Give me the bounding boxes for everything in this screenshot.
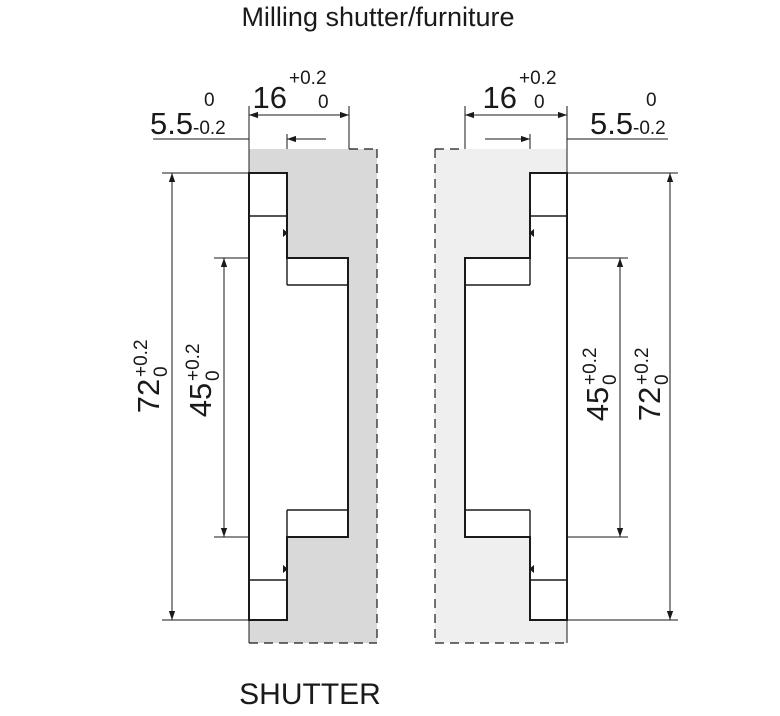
svg-text:0: 0 xyxy=(204,90,215,111)
svg-text:+0.2: +0.2 xyxy=(519,68,557,89)
dimension-45-left: 45 +0.2 0 xyxy=(183,343,224,417)
svg-text:+0.2: +0.2 xyxy=(289,68,327,89)
dimension-16-left: 16 +0.2 0 xyxy=(253,68,329,115)
svg-text:+0.2: +0.2 xyxy=(632,347,653,385)
svg-text:0: 0 xyxy=(203,370,224,381)
svg-text:0: 0 xyxy=(646,90,657,111)
svg-text:-0.2: -0.2 xyxy=(193,118,226,139)
svg-text:+0.2: +0.2 xyxy=(183,343,204,381)
svg-text:16: 16 xyxy=(483,80,517,115)
furniture-panel xyxy=(434,148,568,644)
svg-text:0: 0 xyxy=(151,366,172,377)
furniture-hinge-profile xyxy=(464,172,568,621)
furniture-dimensions xyxy=(464,106,678,621)
shutter-dimensions xyxy=(153,106,350,621)
shutter-board xyxy=(249,149,377,643)
svg-text:5.5: 5.5 xyxy=(150,106,193,141)
svg-text:0: 0 xyxy=(652,374,673,385)
svg-text:5.5: 5.5 xyxy=(590,106,633,141)
shutter-hinge-profile xyxy=(248,172,349,621)
svg-text:72: 72 xyxy=(632,387,667,421)
diagram-title: Milling shutter/furniture xyxy=(241,2,514,32)
dimension-5-5-left: 5.5 0 -0.2 xyxy=(150,90,226,141)
dimension-5-5-right: 5.5 0 -0.2 xyxy=(590,90,666,141)
svg-text:-0.2: -0.2 xyxy=(633,118,666,139)
svg-text:0: 0 xyxy=(600,374,621,385)
svg-text:0: 0 xyxy=(534,92,545,113)
dimension-72-right: 72 +0.2 0 xyxy=(632,347,673,421)
svg-text:16: 16 xyxy=(253,80,287,115)
svg-text:45: 45 xyxy=(580,387,615,421)
dimension-72-left: 72 +0.2 0 xyxy=(131,339,172,413)
dimension-16-right: 16 +0.2 0 xyxy=(483,68,557,115)
svg-text:0: 0 xyxy=(318,92,329,113)
shutter-label: SHUTTER xyxy=(239,678,381,711)
svg-text:+0.2: +0.2 xyxy=(131,339,152,377)
furniture-board xyxy=(435,149,567,643)
svg-text:45: 45 xyxy=(183,383,218,417)
dimension-45-right: 45 +0.2 0 xyxy=(580,347,621,421)
shutter-panel xyxy=(248,148,378,644)
svg-text:72: 72 xyxy=(131,379,166,413)
svg-text:+0.2: +0.2 xyxy=(580,347,601,385)
